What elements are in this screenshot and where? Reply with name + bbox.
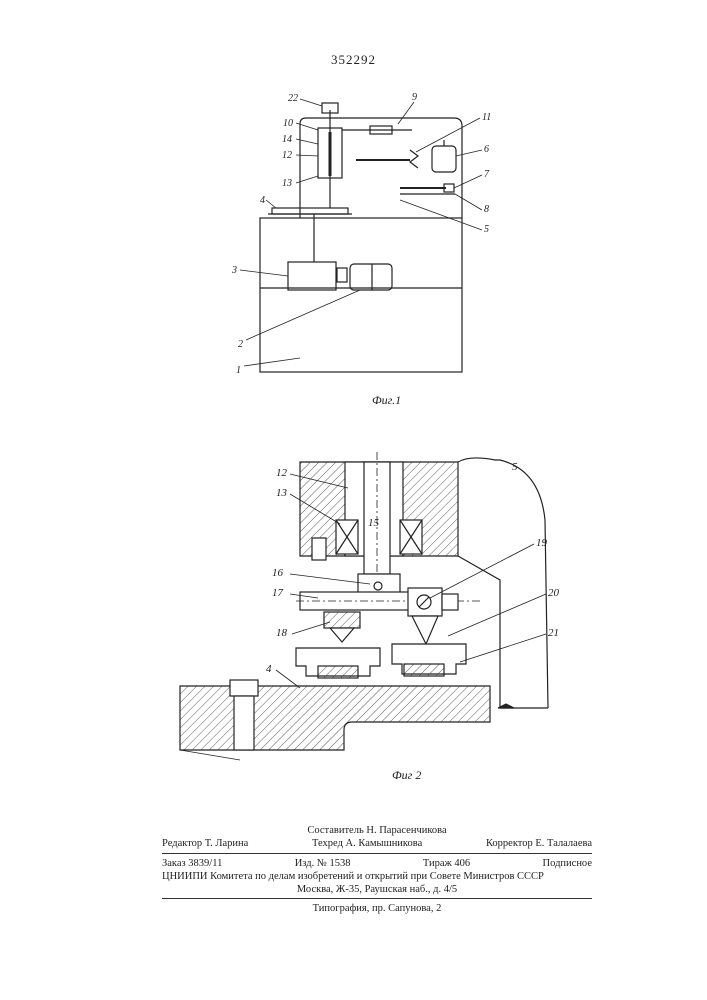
svg-text:15: 15	[368, 517, 380, 529]
svg-text:21: 21	[548, 627, 559, 639]
techeditor-name: А. Камышникова	[346, 838, 423, 849]
corrector-name: Е. Талалаева	[535, 838, 592, 849]
svg-text:13: 13	[282, 178, 292, 189]
editors-line: Редактор Т. Ларина Техред А. Камышникова…	[162, 837, 592, 850]
svg-text:16: 16	[272, 567, 284, 579]
org-line: ЦНИИПИ Комитета по делам изобретений и о…	[162, 870, 592, 883]
editor-label: Редактор	[162, 838, 202, 849]
svg-text:9: 9	[412, 92, 417, 103]
order-number: Заказ 3839/11	[162, 857, 222, 870]
corrector-label: Корректор	[486, 838, 533, 849]
svg-text:1: 1	[236, 365, 241, 376]
order-line: Заказ 3839/11 Изд. № 1538 Тираж 406 Подп…	[162, 857, 592, 870]
svg-text:12: 12	[282, 150, 292, 161]
svg-text:14: 14	[282, 134, 292, 145]
svg-text:22: 22	[288, 93, 298, 104]
svg-text:19: 19	[536, 537, 548, 549]
compiler-label: Составитель	[307, 825, 363, 836]
svg-text:4: 4	[266, 663, 272, 675]
footer-order-block: Заказ 3839/11 Изд. № 1538 Тираж 406 Подп…	[162, 857, 592, 896]
svg-text:6: 6	[484, 144, 489, 155]
svg-text:3: 3	[231, 265, 237, 276]
svg-text:8: 8	[484, 204, 489, 215]
svg-text:5: 5	[484, 224, 489, 235]
compiler-name: Н. Парасенчикова	[366, 825, 446, 836]
footer-credits: Составитель Н. Парасенчикова Редактор Т.…	[162, 824, 592, 850]
footer-divider-bottom	[162, 898, 592, 899]
printer-line: Типография, пр. Сапунова, 2	[162, 902, 592, 915]
svg-text:11: 11	[482, 112, 491, 123]
svg-text:13: 13	[276, 487, 288, 499]
svg-text:20: 20	[548, 587, 560, 599]
editor-name: Т. Ларина	[205, 838, 249, 849]
footer-divider-top	[162, 853, 592, 854]
svg-text:4: 4	[260, 195, 265, 206]
figure-1-caption: Фиг.1	[372, 393, 401, 408]
figure-2-caption: Фиг 2	[392, 768, 421, 783]
techeditor-label: Техред	[312, 838, 343, 849]
svg-text:2: 2	[238, 339, 243, 350]
svg-text:18: 18	[276, 627, 288, 639]
svg-text:10: 10	[283, 118, 293, 129]
svg-text:5: 5	[512, 461, 518, 473]
subscription: Подписное	[543, 857, 592, 870]
address-line: Москва, Ж-35, Раушская наб., д. 4/5	[162, 883, 592, 896]
circulation: Тираж 406	[423, 857, 470, 870]
svg-text:12: 12	[276, 467, 288, 479]
edition-number: Изд. № 1538	[295, 857, 351, 870]
svg-text:17: 17	[272, 587, 284, 599]
svg-text:7: 7	[484, 169, 490, 180]
compiler-line: Составитель Н. Парасенчикова	[162, 824, 592, 837]
